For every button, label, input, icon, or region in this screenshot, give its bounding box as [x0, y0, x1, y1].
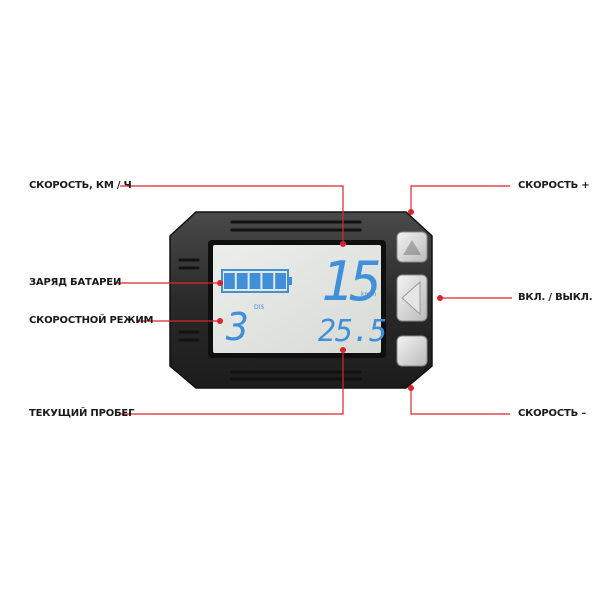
- grille: [178, 220, 362, 381]
- battery-bar: [275, 273, 286, 289]
- speed-unit: km/h: [361, 291, 376, 298]
- label-speed-kmh: СКОРОСТЬ, КМ / Ч: [29, 180, 132, 191]
- label-power: ВКЛ. / ВЫКЛ.: [518, 292, 593, 303]
- label-trip: ТЕКУЩИЙ ПРОБЕГ: [29, 408, 135, 419]
- speed-minus-button[interactable]: [396, 335, 428, 367]
- callout-trip: [121, 350, 344, 415]
- callout-speed: [120, 185, 344, 244]
- callout-speed-plus: [410, 185, 510, 212]
- speed-plus-button[interactable]: [396, 231, 428, 263]
- battery-bar: [224, 273, 235, 289]
- mode-unit: DIS: [254, 304, 264, 311]
- battery-bar: [249, 273, 261, 289]
- mode-readout: 3: [225, 305, 249, 349]
- lcd-screen: [213, 245, 381, 353]
- label-speed-minus: СКОРОСТЬ –: [518, 408, 587, 419]
- speed-readout: 15: [321, 250, 380, 313]
- battery-icon: [221, 269, 292, 293]
- battery-bar: [262, 273, 274, 289]
- power-button[interactable]: [396, 274, 428, 322]
- label-battery: ЗАРЯД БАТАРЕИ: [29, 277, 122, 288]
- label-speed-plus: СКОРОСТЬ +: [518, 180, 590, 191]
- callout-speed-minus: [410, 388, 510, 415]
- label-speed-mode: СКОРОСТНОЙ РЕЖИМ: [29, 315, 154, 326]
- battery-bar: [236, 273, 248, 289]
- trip-readout: 25.5: [318, 314, 386, 349]
